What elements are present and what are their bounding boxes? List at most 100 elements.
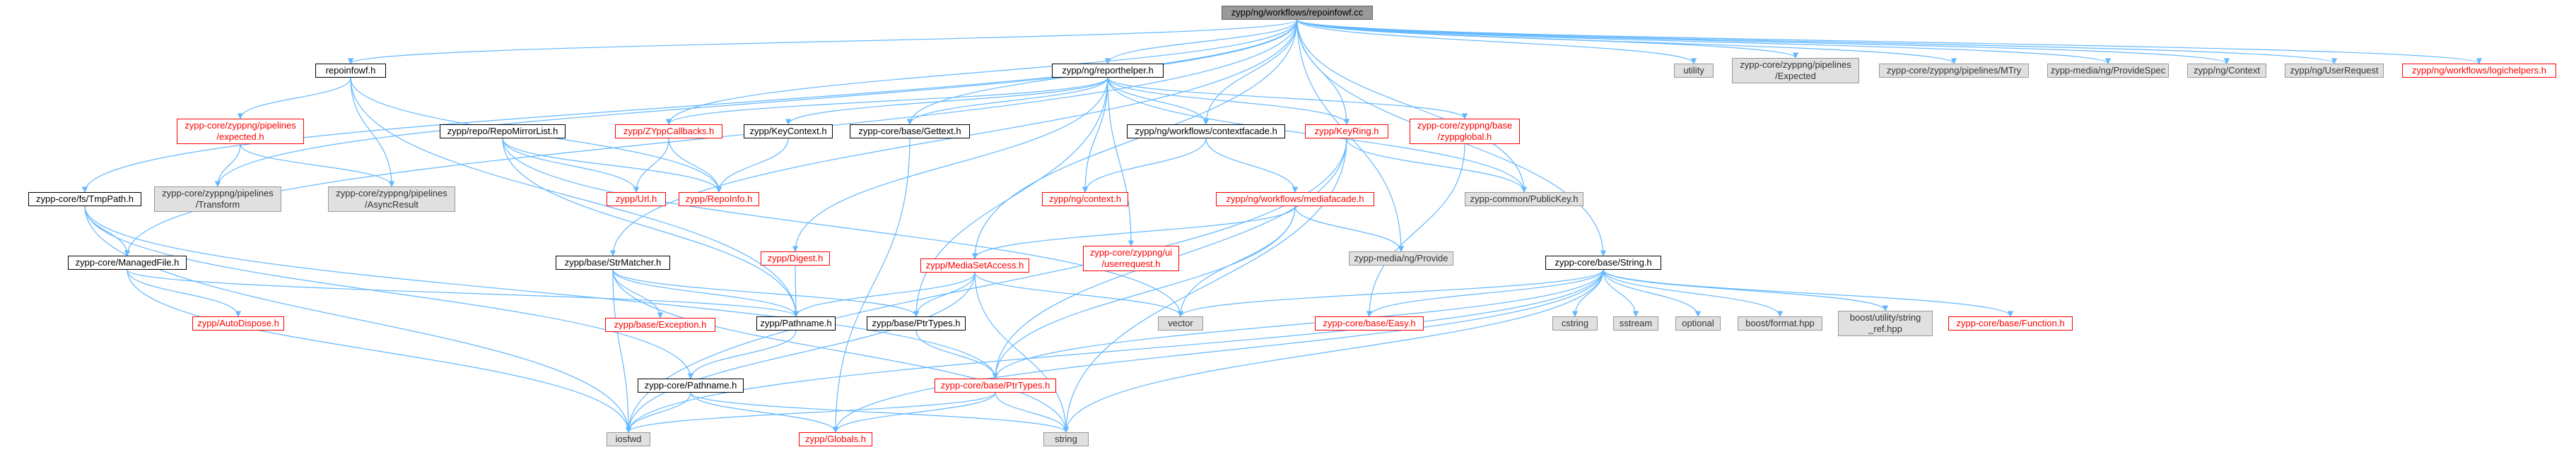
edge-core-pathname-to-iosfwd [625, 392, 691, 433]
node-boostref[interactable]: boost/utility/string _ref.hpp [1838, 311, 1933, 336]
node-repomirrorlist[interactable]: zypp/repo/RepoMirrorList.h [440, 124, 566, 138]
node-logichelpers[interactable]: zypp/ng/workflows/logichelpers.h [2402, 64, 2556, 78]
node-mediafacade[interactable]: zypp/ng/workflows/mediafacade.h [1216, 192, 1374, 206]
edge-contextfacade-to-mediafacade [1205, 138, 1299, 193]
edge-managedfile-to-zypp-pathname [127, 269, 799, 317]
edge-mediasetaccess-to-iosfwd [625, 272, 976, 433]
edge-string-h-to-core-ptrtypes [992, 269, 1604, 379]
edge-main-to-mediasetaccess [971, 19, 1298, 259]
node-strmatcher[interactable]: zypp/base/StrMatcher.h [556, 256, 670, 270]
edge-main-to-zyppcallbacks [665, 19, 1298, 125]
node-gettext[interactable]: zypp-core/base/Gettext.h [850, 124, 970, 138]
node-keycontext[interactable]: zypp/KeyContext.h [744, 124, 833, 138]
edge-reporthelper-h-to-digest [792, 77, 1108, 252]
edge-main-to-context-ext [1296, 19, 2230, 64]
edge-reporthelper-h-to-userrequest-h [1107, 77, 1135, 246]
edge-mediasetaccess-to-base-ptrtypes [913, 272, 976, 317]
edge-string-h-to-boostref [1603, 269, 1889, 311]
edge-reporthelper-h-to-zyppcallbacks [665, 77, 1108, 125]
node-boostformat[interactable]: boost/format.hpp [1738, 316, 1822, 331]
edge-repoinfowf-h-to-zypp-pathname [350, 77, 800, 317]
edge-expected-h-to-asyncresult [240, 143, 395, 187]
node-contextfacade[interactable]: zypp/ng/workflows/contextfacade.h [1127, 124, 1285, 138]
edge-strmatcher-to-exception [612, 269, 664, 319]
node-utility[interactable]: utility [1674, 64, 1714, 78]
node-core-pathname[interactable]: zypp-core/Pathname.h [638, 379, 744, 393]
node-globals[interactable]: zypp/Globals.h [799, 432, 872, 446]
node-tmppath[interactable]: zypp-core/fs/TmpPath.h [28, 192, 141, 206]
node-digest[interactable]: zypp/Digest.h [761, 251, 830, 266]
edge-zypp-pathname-to-core-pathname [687, 330, 797, 379]
edge-repomirrorlist-to-vector [502, 138, 1184, 317]
edge-reporthelper-h-to-zyppglobal [1107, 77, 1468, 119]
node-url-h[interactable]: zypp/Url.h [607, 192, 666, 206]
edge-string-h-to-easy [1366, 269, 1604, 317]
edge-mediafacade-to-core-ptrtypes [992, 206, 1296, 379]
node-managedfile[interactable]: zypp-core/ManagedFile.h [68, 256, 187, 270]
node-expected-ext[interactable]: zypp-core/zyppng/pipelines /Expected [1732, 58, 1859, 83]
edge-base-ptrtypes-to-core-ptrtypes [915, 330, 999, 379]
node-provide[interactable]: zypp-media/ng/Provide [1349, 251, 1453, 266]
edge-core-ptrtypes-to-string-std [995, 392, 1070, 433]
edge-zyppcallbacks-to-url-h [633, 138, 669, 193]
edge-strmatcher-to-iosfwd [612, 269, 632, 433]
edge-mediasetaccess-to-string-std [974, 272, 1070, 433]
node-optional[interactable]: optional [1675, 316, 1721, 331]
node-providespec[interactable]: zypp-media/ng/ProvideSpec [2047, 64, 2169, 78]
node-string-h[interactable]: zypp-core/base/String.h [1545, 256, 1661, 270]
edge-string-h-to-optional [1603, 269, 1702, 317]
edge-repomirrorlist-to-repoinfo-h [502, 138, 722, 193]
node-function-h[interactable]: zypp-core/base/Function.h [1948, 316, 2073, 331]
node-cstring[interactable]: cstring [1552, 316, 1598, 331]
node-keyring[interactable]: zypp/KeyRing.h [1305, 124, 1388, 138]
edge-string-h-to-globals [832, 269, 1604, 433]
edge-reporthelper-h-to-keycontext [785, 77, 1108, 125]
edge-zyppcallbacks-to-repoinfo-h [668, 138, 722, 193]
edge-repomirrorlist-to-zypp-pathname [502, 138, 800, 317]
edge-string-h-to-vector [1177, 269, 1604, 317]
node-zypp-pathname[interactable]: zypp/Pathname.h [756, 316, 836, 331]
edge-repoinfowf-h-to-expected-h [237, 77, 351, 119]
edge-strmatcher-to-string-std [612, 269, 1070, 433]
node-ngcontext[interactable]: zypp/ng/context.h [1042, 192, 1128, 206]
edge-string-h-to-boostformat [1603, 269, 1784, 317]
node-vector[interactable]: vector [1158, 316, 1203, 331]
edge-reporthelper-h-to-base-ptrtypes [913, 77, 1108, 317]
node-userrequest-ext[interactable]: zypp/ng/UserRequest [2285, 64, 2384, 78]
node-zyppcallbacks[interactable]: zypp/ZYppCallbacks.h [615, 124, 722, 138]
edge-string-h-to-sstream [1603, 269, 1639, 317]
node-mtry[interactable]: zypp-core/zyppng/pipelines/MTry [1879, 64, 2029, 78]
node-transform[interactable]: zypp-core/zyppng/pipelines /Transform [154, 186, 281, 212]
edge-reporthelper-h-to-gettext [906, 77, 1108, 125]
node-asyncresult[interactable]: zypp-core/zyppng/pipelines /AsyncResult [328, 186, 455, 212]
node-easy[interactable]: zypp-core/base/Easy.h [1315, 316, 1424, 331]
node-expected-h[interactable]: zypp-core/zyppng/pipelines /expected.h [177, 119, 304, 144]
edge-string-h-to-iosfwd [625, 269, 1604, 433]
node-mediasetaccess[interactable]: zypp/MediaSetAccess.h [920, 258, 1029, 273]
node-userrequest-h[interactable]: zypp-core/zyppng/ui /userrequest.h [1083, 246, 1179, 271]
edge-contextfacade-to-ngcontext [1082, 138, 1207, 193]
edge-zyppglobal-to-easy [1366, 143, 1465, 317]
node-zyppglobal[interactable]: zypp-core/zyppng/base /zyppglobal.h [1410, 119, 1520, 144]
node-repoinfo-h[interactable]: zypp/RepoInfo.h [679, 192, 759, 206]
node-exception[interactable]: zypp/base/Exception.h [605, 318, 715, 332]
node-core-ptrtypes[interactable]: zypp-core/base/PtrTypes.h [935, 379, 1056, 393]
edge-repomirrorlist-to-url-h [502, 138, 640, 193]
node-string-std[interactable]: string [1043, 432, 1089, 446]
node-reporthelper-h[interactable]: zypp/ng/reporthelper.h [1052, 64, 1164, 78]
edge-keyring-to-publickey [1346, 138, 1528, 193]
edge-tmppath-to-core-ptrtypes [84, 206, 999, 379]
edge-core-pathname-to-globals [690, 392, 839, 433]
edge-digest-to-zypp-pathname [792, 265, 800, 317]
edge-main-to-mtry [1296, 19, 1957, 64]
node-repoinfowf-h[interactable]: repoinfowf.h [315, 64, 386, 78]
node-iosfwd[interactable]: iosfwd [607, 432, 650, 446]
edge-mediasetaccess-to-vector [974, 272, 1184, 317]
node-sstream[interactable]: sstream [1613, 316, 1658, 331]
edge-main-to-logichelpers [1296, 19, 2482, 64]
node-base-ptrtypes[interactable]: zypp/base/PtrTypes.h [867, 316, 966, 331]
node-context-ext[interactable]: zypp/ng/Context [2187, 64, 2266, 78]
node-publickey[interactable]: zypp-common/PublicKey.h [1465, 192, 1583, 206]
node-autodispose[interactable]: zypp/AutoDispose.h [192, 316, 284, 331]
edge-keyring-to-string-std [1062, 138, 1347, 433]
